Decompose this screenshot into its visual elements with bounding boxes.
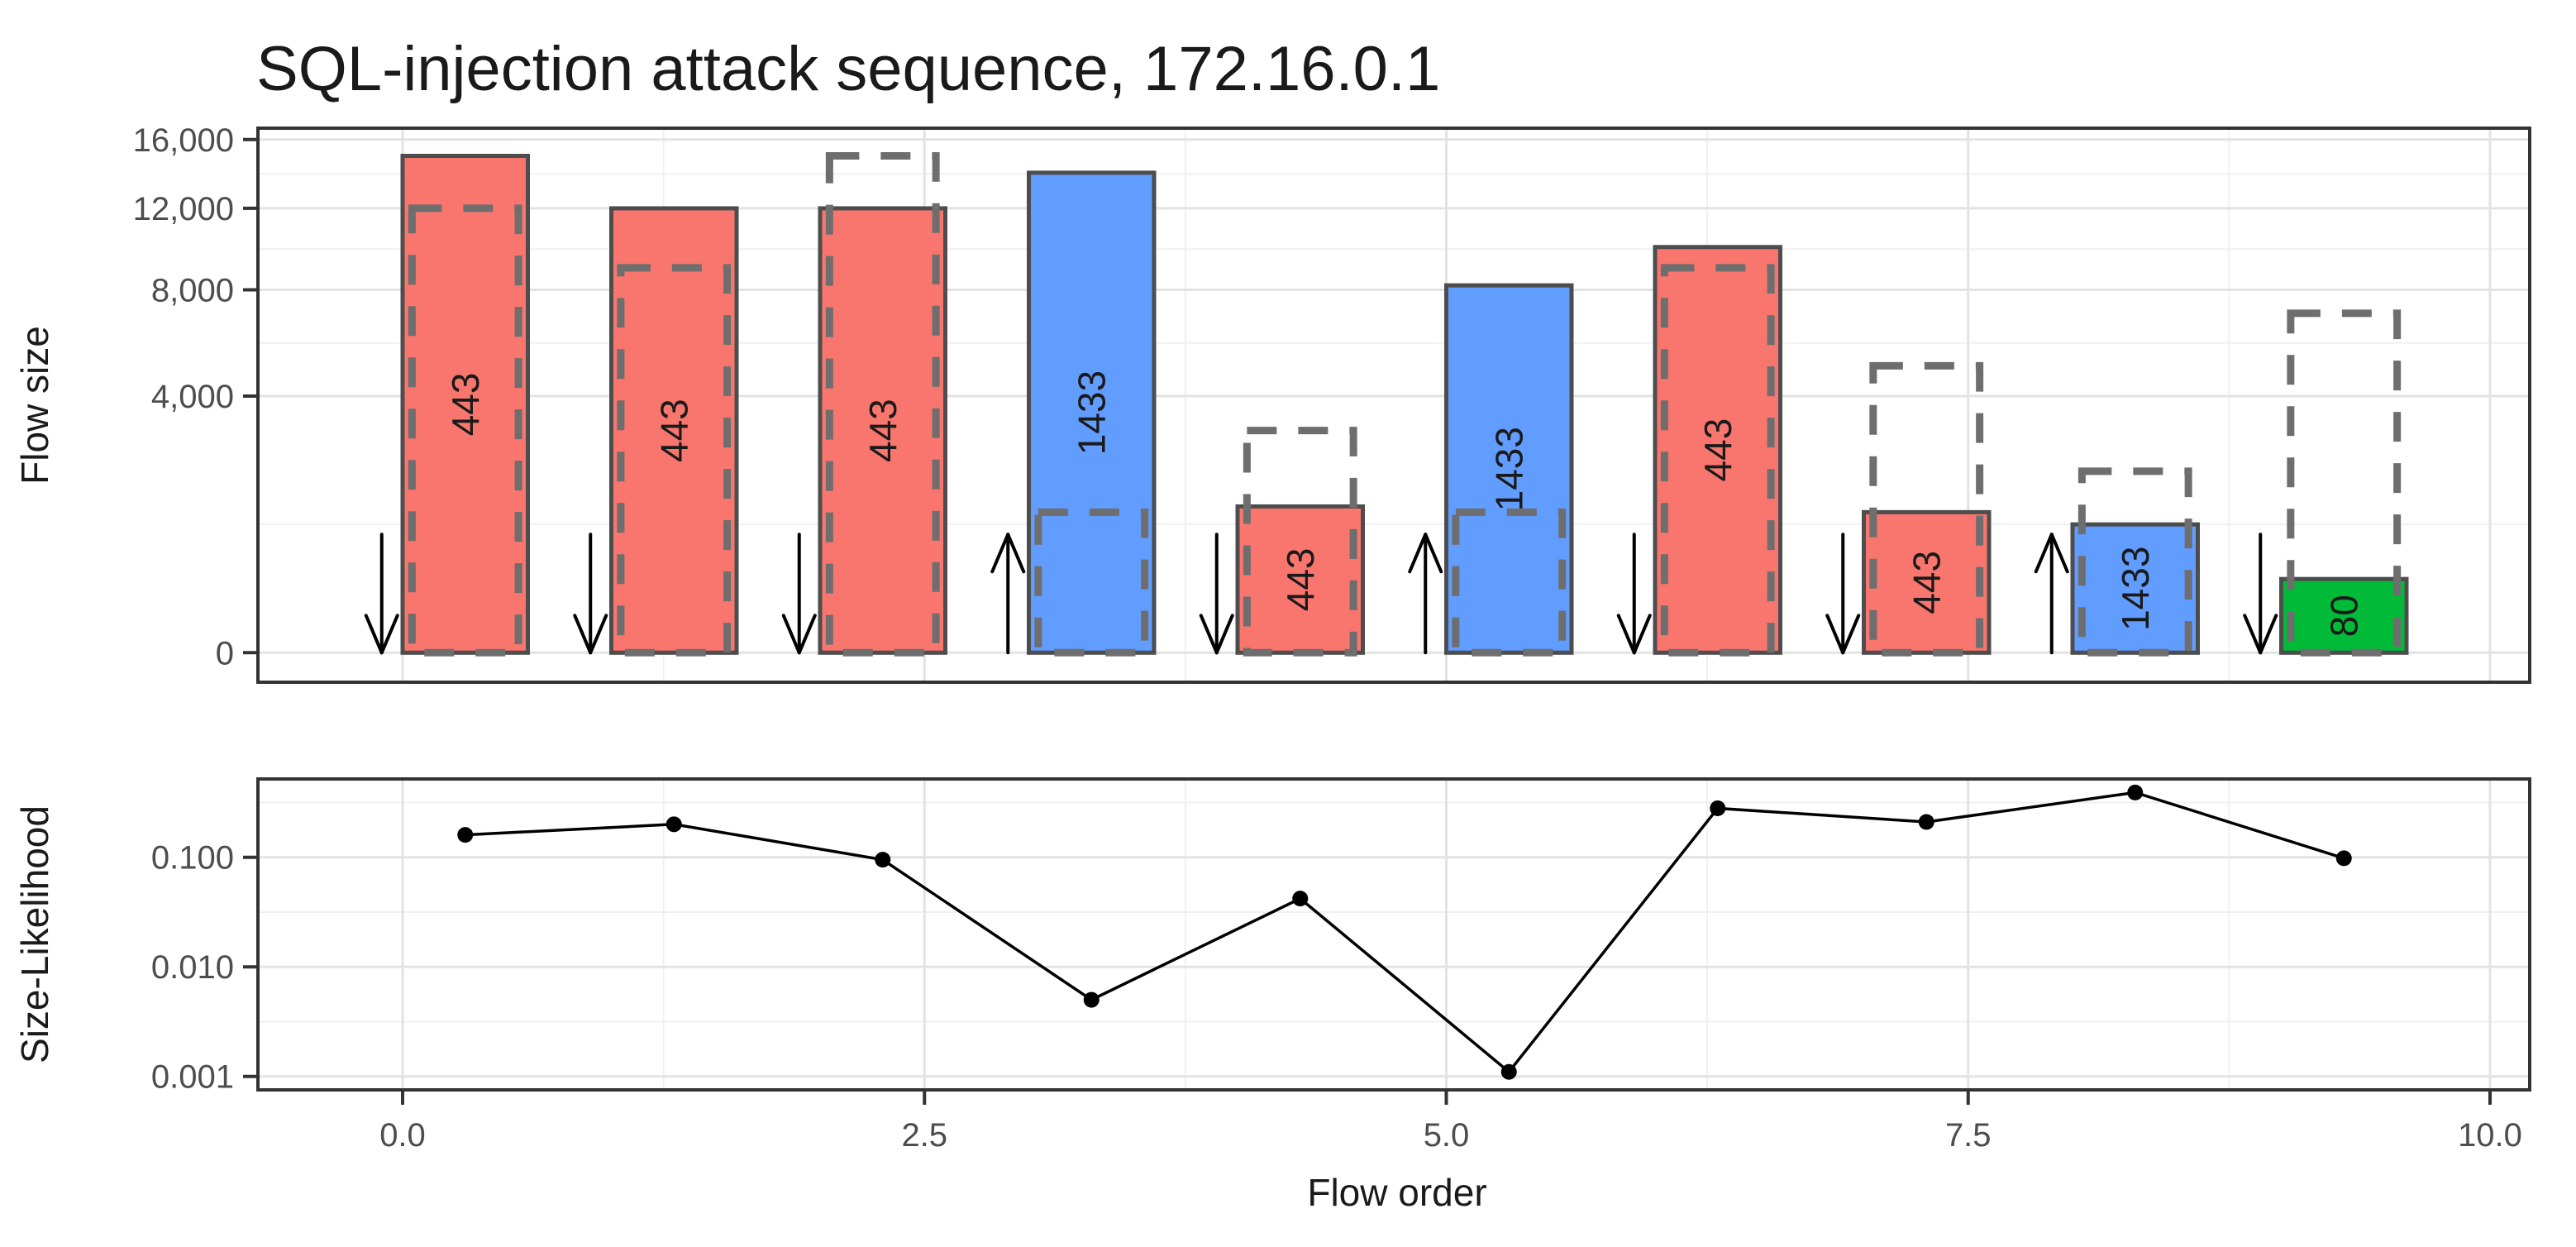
data-point (665, 816, 682, 833)
expected-size-outline (1034, 508, 1149, 657)
size-likelihood-panel: 0.100 0.010 0.001 0.0 2.5 5.0 7.5 10.0 (151, 777, 2531, 1154)
data-point (1918, 814, 1934, 830)
flow-size-panel: 443 443 443 1433 443 1433 443 443 1433 80 16,000 12… (133, 122, 2531, 684)
flow-bar (400, 154, 530, 655)
expected-size-outline (1452, 508, 1567, 657)
size-likelihood-axis-title: Size-Likelihood (13, 805, 56, 1063)
arrowhead-left (1825, 614, 1845, 655)
flow-bar (1027, 170, 1157, 655)
plot-title: SQL-injection attack sequence, 172.16.0.… (256, 34, 1441, 104)
arrowhead-right (797, 614, 817, 655)
expected-size-outline (1243, 427, 1357, 657)
arrowhead-right (379, 614, 399, 655)
panel-background (258, 779, 2530, 1090)
arrowhead-left (1199, 614, 1219, 655)
flow-bar (609, 206, 739, 655)
data-point (1292, 891, 1309, 907)
expected-size-outline (1869, 361, 1984, 657)
flow-bar (2279, 576, 2409, 655)
arrowhead-right (2259, 614, 2278, 655)
y-tick-label: 4,000 (151, 379, 234, 415)
expected-size-outline (408, 204, 522, 657)
y-tick-label: 8,000 (151, 273, 234, 309)
arrowhead-right (1632, 614, 1652, 655)
arrowhead-left (364, 614, 384, 655)
y-tick-label: 0.001 (151, 1059, 234, 1096)
x-tick-label: 0.0 (379, 1117, 426, 1154)
bar-port-label: 443 (444, 373, 487, 437)
bar-port-label: 443 (861, 399, 904, 462)
arrowhead-left (2034, 533, 2054, 574)
data-point (457, 827, 474, 843)
data-point (1083, 991, 1100, 1008)
expected-size-outline (2287, 309, 2402, 657)
flow-bar (818, 206, 947, 655)
bar-port-label: 443 (1905, 551, 1948, 614)
arrowhead-left (781, 614, 801, 655)
data-point (2127, 784, 2144, 800)
arrowhead-left (990, 533, 1010, 574)
data-point (1500, 1063, 1517, 1080)
arrowhead-right (1841, 614, 1861, 655)
data-point (1710, 800, 1726, 816)
expected-size-outline (617, 264, 732, 657)
expected-size-outline (825, 152, 940, 657)
likelihood-line (465, 791, 2345, 1074)
y-tick-label: 0 (216, 635, 234, 671)
arrowhead-right (589, 614, 608, 655)
expected-size-outline (1660, 264, 1775, 657)
flow-size-axis-title: Flow size (13, 326, 56, 485)
panel-border (256, 127, 2531, 684)
arrowhead-right (2049, 533, 2069, 574)
x-tick-label: 5.0 (1424, 1117, 1470, 1154)
arrowhead-left (1616, 614, 1636, 655)
flow-bar (2070, 522, 2200, 655)
x-tick-label: 10.0 (2458, 1117, 2522, 1154)
bar-port-label: 80 (2322, 595, 2365, 637)
flow-bar (1444, 283, 1574, 655)
y-tick-label: 0.100 (151, 840, 234, 877)
x-tick-label: 7.5 (1945, 1117, 1992, 1154)
axis-titles: Flow size Size-Likelihood Flow order (13, 326, 1487, 1214)
flow-bar (1653, 245, 1782, 655)
y-tick-label: 0.010 (151, 949, 234, 986)
data-point (2335, 850, 2352, 867)
arrowhead-left (1408, 533, 1428, 574)
y-tick-label: 12,000 (133, 191, 234, 227)
bar-port-label: 443 (1696, 418, 1739, 482)
arrowhead-right (1214, 614, 1234, 655)
data-point (875, 852, 891, 868)
bar-port-label: 1433 (1487, 427, 1530, 511)
arrowhead-right (1424, 533, 1443, 574)
expected-size-outline (2077, 467, 2192, 657)
bar-port-label: 443 (1279, 547, 1322, 611)
bar-port-label: 1433 (2114, 547, 2157, 631)
arrowhead-left (573, 614, 593, 655)
bar-port-label: 443 (652, 399, 695, 462)
arrowhead-left (2243, 614, 2263, 655)
flow-bar (1862, 509, 1992, 655)
arrowhead-right (1006, 533, 1026, 574)
y-tick-label: 16,000 (133, 122, 234, 159)
x-tick-label: 2.5 (901, 1117, 947, 1154)
panel-border (256, 777, 2531, 1092)
bar-port-label: 1433 (1070, 370, 1113, 455)
flow-order-axis-title: Flow order (1307, 1171, 1486, 1214)
